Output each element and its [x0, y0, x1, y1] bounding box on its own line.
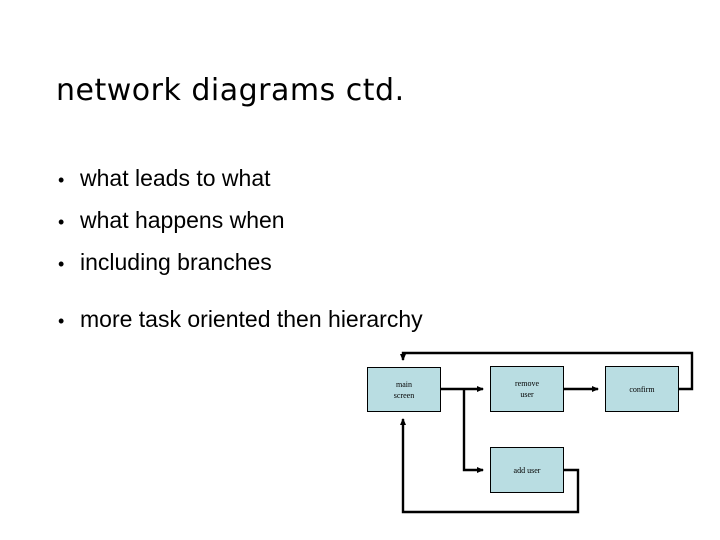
list-item: • what happens when [58, 200, 658, 242]
diagram-node-add-user[interactable]: add user [490, 447, 564, 493]
list-item: • what leads to what [58, 158, 658, 200]
list-item-label: more task oriented then hierarchy [80, 306, 423, 332]
diagram-node-label: confirm [629, 384, 655, 394]
list-item-label: what leads to what [80, 165, 271, 191]
list-item-label: what happens when [80, 207, 285, 233]
bullet-marker-icon: • [58, 254, 65, 274]
page-title: network diagrams ctd. [56, 73, 405, 108]
diagram-node-remove-user[interactable]: remove user [490, 366, 564, 412]
bullet-marker-icon: • [58, 170, 65, 190]
diagram-node-label: add user [513, 465, 541, 475]
diagram-node-main-screen[interactable]: main screen [367, 367, 441, 412]
diagram-node-label: main screen [393, 379, 415, 400]
diagram-node-label: remove user [515, 379, 539, 399]
diagram-node-confirm[interactable]: confirm [605, 366, 679, 412]
list-item-label: including branches [80, 249, 272, 275]
bullet-list: • what leads to what • what happens when… [58, 158, 658, 341]
bullet-marker-icon: • [58, 212, 65, 232]
bullet-marker-icon: • [58, 311, 65, 331]
list-item: • more task oriented then hierarchy [58, 299, 658, 341]
edge-main-screen-to-add-user [462, 389, 484, 473]
list-item: • including branches [58, 242, 658, 284]
